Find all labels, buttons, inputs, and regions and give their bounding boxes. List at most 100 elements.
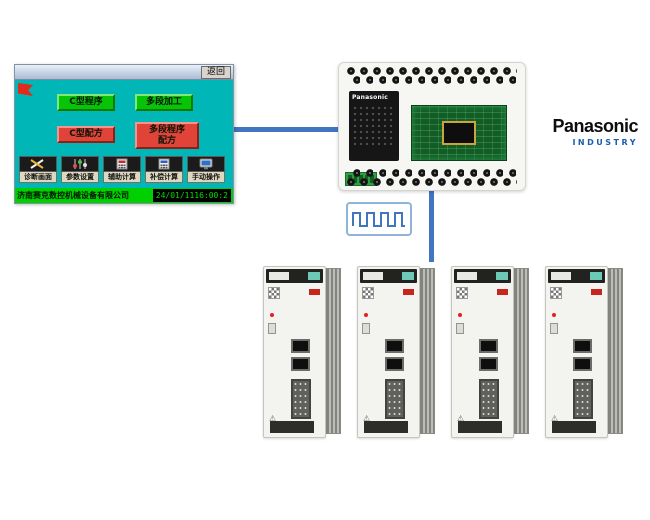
heatsink-fins bbox=[420, 268, 435, 434]
series-badge bbox=[591, 289, 602, 295]
ethernet-port-b bbox=[479, 357, 498, 371]
manual-operation-button[interactable]: 手动操作 bbox=[187, 156, 225, 183]
bottom-terminal-block bbox=[458, 421, 502, 433]
hmi-plc-connection-line bbox=[234, 127, 338, 132]
parameter-settings-label: 参数设置 bbox=[61, 172, 99, 183]
calculator2-icon bbox=[145, 156, 183, 172]
hmi-toolbar: 诊断画面 参数设置 bbox=[19, 156, 225, 183]
series-badge bbox=[309, 289, 320, 295]
plc-servo-connection-line bbox=[429, 191, 434, 262]
brand-division: INDUSTRY bbox=[572, 138, 638, 147]
bottom-terminal-block bbox=[270, 421, 314, 433]
bottom-terminal-block bbox=[364, 421, 408, 433]
series-badge bbox=[497, 289, 508, 295]
ethernet-port-b bbox=[385, 357, 404, 371]
plc-front-panel: Panasonic bbox=[349, 91, 399, 161]
servo-drive-1: ⚠ bbox=[263, 262, 341, 440]
drive-display bbox=[590, 272, 602, 280]
drive-nameplate bbox=[363, 272, 383, 280]
drive-body: ⚠ bbox=[357, 266, 420, 438]
io-connector bbox=[291, 379, 311, 419]
status-led bbox=[364, 313, 368, 317]
drive-nameplate bbox=[551, 272, 571, 280]
plc-chip bbox=[442, 121, 476, 145]
c-recipe-button[interactable]: C型配方 bbox=[57, 126, 115, 143]
usb-port bbox=[362, 323, 370, 334]
drive-top-cap bbox=[266, 269, 323, 283]
diagnostic-screen-label: 诊断画面 bbox=[19, 172, 57, 183]
usb-port bbox=[268, 323, 276, 334]
warning-icon: ⚠ bbox=[269, 414, 277, 423]
usb-port bbox=[550, 323, 558, 334]
io-connector bbox=[573, 379, 593, 419]
ethernet-port-a bbox=[479, 339, 498, 353]
multi-recipe-line2: 配方 bbox=[157, 135, 176, 146]
drive-body: ⚠ bbox=[263, 266, 326, 438]
hmi-panel: 返回 C型程序 多段加工 C型配方 多段程序 配方 诊断画 bbox=[14, 64, 234, 204]
datetime-display: 24/01/1116:00:2 bbox=[152, 189, 231, 202]
heatsink-fins bbox=[608, 268, 623, 434]
compensation-calc-label: 补偿计算 bbox=[145, 172, 183, 183]
hmi-titlebar: 返回 bbox=[15, 65, 233, 80]
hmi-statusbar: 济南赛克数控机械设备有限公司 24/01/1116:00:2 bbox=[15, 188, 233, 203]
servo-drive-4: ⚠ bbox=[545, 262, 623, 440]
drive-top-cap bbox=[454, 269, 511, 283]
plc-circuit-board bbox=[411, 105, 507, 161]
warning-icon: ⚠ bbox=[363, 414, 371, 423]
usb-port bbox=[456, 323, 464, 334]
parameter-settings-button[interactable]: 参数设置 bbox=[61, 156, 99, 183]
series-badge bbox=[403, 289, 414, 295]
ethernet-port-a bbox=[573, 339, 592, 353]
terminal-screws-bottom bbox=[347, 167, 517, 187]
compensation-calc-button[interactable]: 补偿计算 bbox=[145, 156, 183, 183]
io-connector bbox=[479, 379, 499, 419]
tools-icon bbox=[19, 156, 57, 172]
drive-top-cap bbox=[360, 269, 417, 283]
drive-body: ⚠ bbox=[451, 266, 514, 438]
terminal-screws-top bbox=[347, 66, 517, 86]
back-button[interactable]: 返回 bbox=[200, 65, 231, 79]
drive-body: ⚠ bbox=[545, 266, 608, 438]
multi-machining-button[interactable]: 多段加工 bbox=[135, 94, 193, 111]
drive-display bbox=[402, 272, 414, 280]
plc-brand-label: Panasonic bbox=[352, 94, 388, 101]
ethernet-port-a bbox=[385, 339, 404, 353]
calculator-icon bbox=[103, 156, 141, 172]
status-led bbox=[458, 313, 462, 317]
ethernet-port-a bbox=[291, 339, 310, 353]
io-connector bbox=[385, 379, 405, 419]
square-wave-icon bbox=[352, 212, 405, 227]
company-name: 济南赛克数控机械设备有限公司 bbox=[17, 191, 129, 200]
hmi-screen: C型程序 多段加工 C型配方 多段程序 配方 诊断画面 bbox=[15, 80, 233, 203]
qr-label-icon bbox=[362, 287, 374, 299]
c-program-button[interactable]: C型程序 bbox=[57, 94, 115, 111]
multi-recipe-button[interactable]: 多段程序 配方 bbox=[135, 122, 199, 149]
warning-icon: ⚠ bbox=[551, 414, 559, 423]
brand-logo: Panasonic INDUSTRY bbox=[534, 116, 638, 147]
brand-name: Panasonic bbox=[552, 116, 638, 136]
monitor-hand-icon bbox=[187, 156, 225, 172]
status-led bbox=[552, 313, 556, 317]
ethernet-port-b bbox=[291, 357, 310, 371]
bottom-terminal-block bbox=[552, 421, 596, 433]
heatsink-fins bbox=[514, 268, 529, 434]
multi-recipe-line1: 多段程序 bbox=[148, 125, 185, 136]
sliders-icon bbox=[61, 156, 99, 172]
drive-nameplate bbox=[457, 272, 477, 280]
drive-display bbox=[308, 272, 320, 280]
ethernet-port-b bbox=[573, 357, 592, 371]
warning-icon: ⚠ bbox=[457, 414, 465, 423]
manual-operation-label: 手动操作 bbox=[187, 172, 225, 183]
drive-top-cap bbox=[548, 269, 605, 283]
drive-nameplate bbox=[269, 272, 289, 280]
pulse-signal-box bbox=[346, 202, 412, 236]
servo-drive-2: ⚠ bbox=[357, 262, 435, 440]
plc-unit: Panasonic bbox=[338, 62, 526, 191]
qr-label-icon bbox=[550, 287, 562, 299]
heatsink-fins bbox=[326, 268, 341, 434]
auxiliary-calc-label: 辅助计算 bbox=[103, 172, 141, 183]
auxiliary-calc-button[interactable]: 辅助计算 bbox=[103, 156, 141, 183]
status-led bbox=[270, 313, 274, 317]
diagnostic-screen-button[interactable]: 诊断画面 bbox=[19, 156, 57, 183]
